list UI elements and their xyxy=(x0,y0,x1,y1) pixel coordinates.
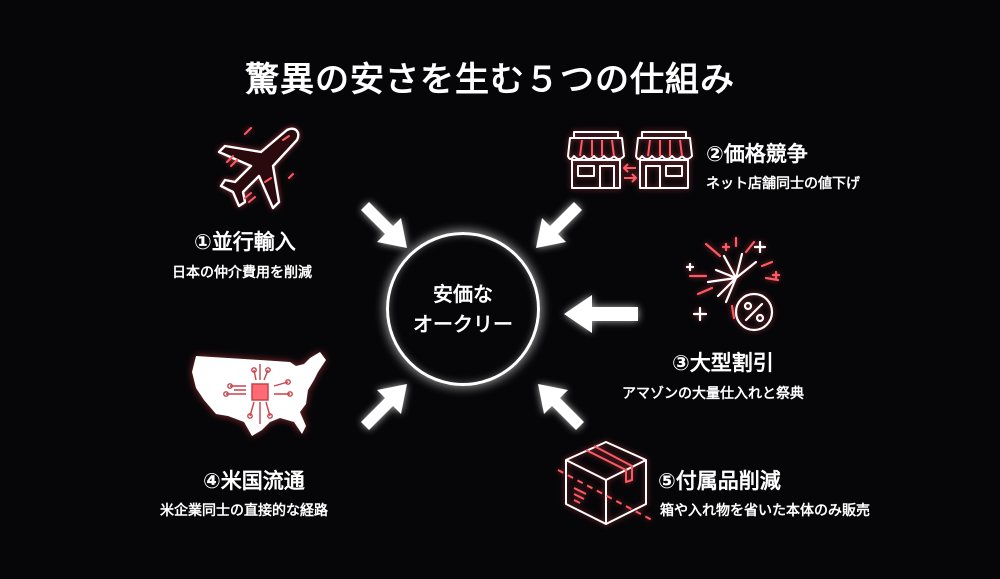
mechanism-1-description: 日本の仲介費用を削減 xyxy=(172,265,312,281)
mechanism-5-heading: ⑤付属品削減 xyxy=(658,465,781,495)
arrow-top-left-icon xyxy=(361,202,407,248)
mechanism-5-description: 箱や入れ物を省いた本体のみ販売 xyxy=(660,503,870,519)
mechanism-4-heading: ④米国流通 xyxy=(203,465,305,495)
mechanism-3-description: アマゾンの大量仕入れと祭典 xyxy=(622,386,804,402)
mechanism-5-number: ⑤ xyxy=(658,469,676,493)
center-circle: 安価な オークリー xyxy=(386,232,540,386)
arrow-right-icon xyxy=(564,295,638,333)
arrow-bottom-left-icon xyxy=(361,384,407,430)
mechanism-3-heading: ③大型割引 xyxy=(672,347,774,377)
mechanism-2-title: 価格競争 xyxy=(723,142,808,166)
mechanism-1-title: 並行輸入 xyxy=(211,230,296,254)
cardboard-box-icon xyxy=(556,440,656,530)
mechanism-2-number: ② xyxy=(706,142,724,166)
center-label-line1: 安価な xyxy=(433,282,493,306)
center-label-line2: オークリー xyxy=(413,312,513,336)
mechanism-2-description: ネット店舗同士の値下げ xyxy=(706,176,860,192)
page-title-text: 驚異の安さを生む５つの仕組み xyxy=(245,60,735,100)
mechanism-4-title: 米国流通 xyxy=(220,469,305,493)
two-stores-exchange-icon xyxy=(566,130,696,196)
fireworks-discount-badge-icon xyxy=(676,236,786,340)
mechanism-2-heading: ②価格競争 xyxy=(706,138,808,168)
mechanism-3-number: ③ xyxy=(672,351,690,375)
page-title: 驚異の安さを生む５つの仕組み xyxy=(0,52,1000,101)
usa-map-circuit-icon xyxy=(190,350,332,446)
mechanism-1-number: ① xyxy=(194,230,212,254)
mechanism-1-heading: ①並行輸入 xyxy=(194,226,296,256)
mechanism-5-title: 付属品削減 xyxy=(675,469,781,493)
arrow-bottom-right-icon xyxy=(538,384,584,430)
mechanism-4-description: 米企業同士の直接的な経路 xyxy=(160,503,328,519)
mechanism-4-number: ④ xyxy=(203,469,221,493)
mechanism-3-title: 大型割引 xyxy=(689,351,774,375)
airplane-icon xyxy=(215,122,305,216)
arrow-top-right-icon xyxy=(536,202,582,248)
